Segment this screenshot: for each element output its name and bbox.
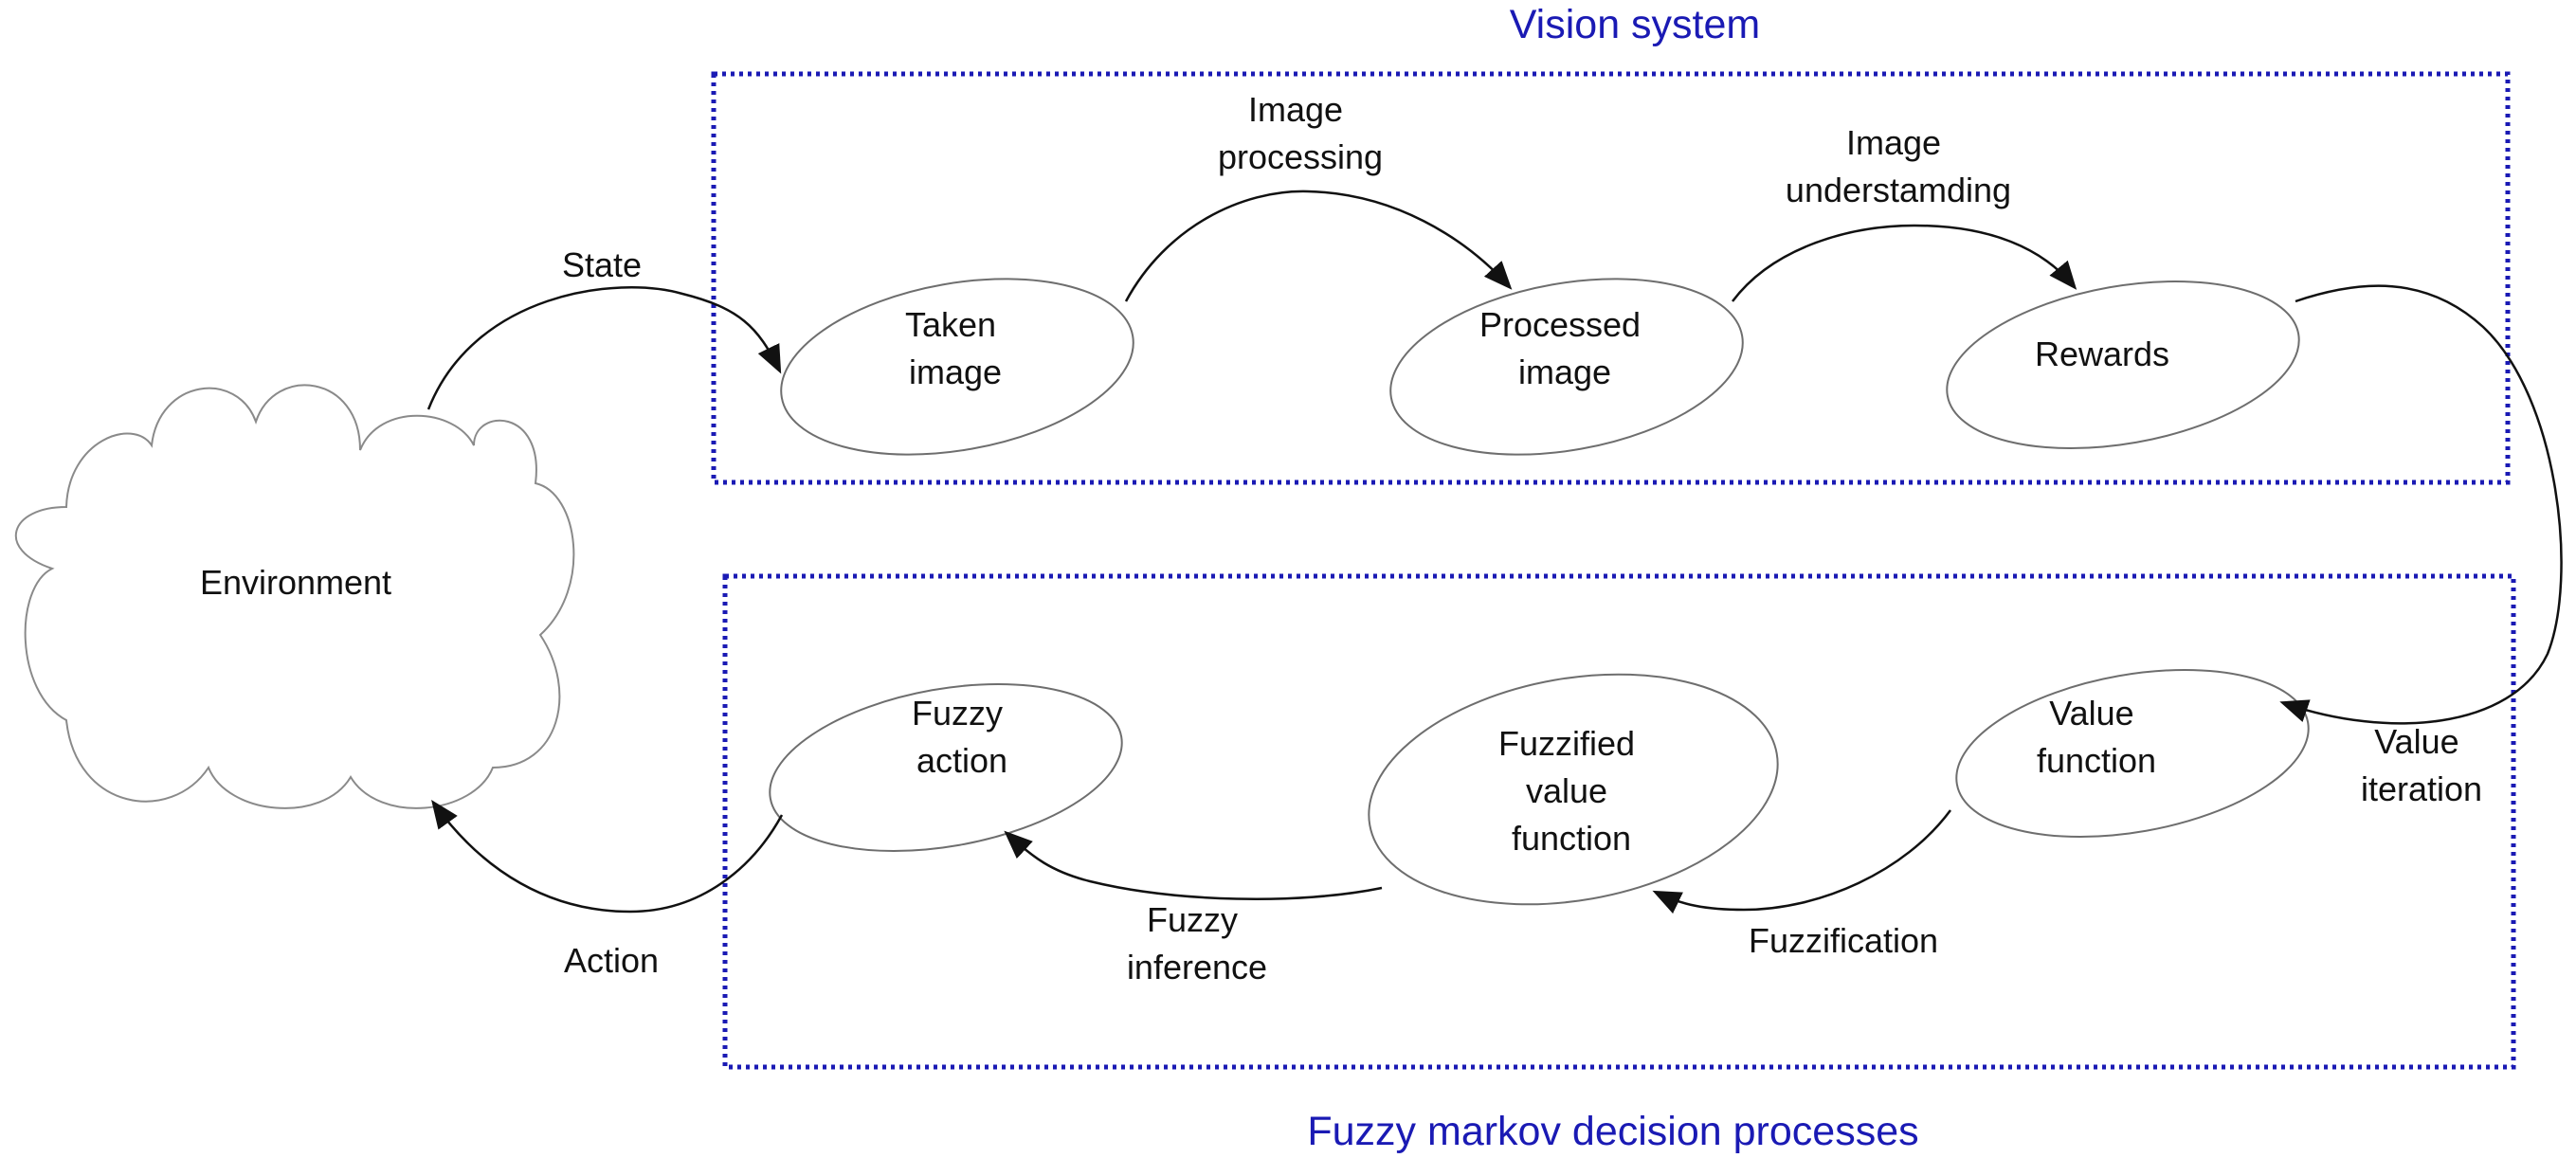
value-iteration-edge [2279, 284, 2563, 725]
action-edge [431, 799, 784, 914]
taken-image-label: Taken image [905, 305, 1006, 391]
rewards-label: Rewards [2035, 335, 2169, 373]
value-iteration-edge-label: Value iteration [2361, 722, 2482, 808]
fuzzification-edge [1652, 809, 1952, 914]
fmdp-group-box [722, 573, 2516, 1070]
taken-image-node [780, 278, 1134, 456]
fmdp-title: Fuzzy markov decision processes [1307, 1109, 1918, 1154]
rewards-node [1946, 280, 2300, 450]
fuzzy-action-node [769, 682, 1123, 853]
value-function-node [1955, 668, 2310, 839]
image-processing-edge [1124, 190, 1513, 302]
environment-cloud [14, 384, 575, 809]
fuzzified-value-function-node [1368, 673, 1779, 906]
fuzzification-edge-label: Fuzzification [1749, 921, 1938, 960]
fuzzy-action-label: Fuzzy action [912, 694, 1012, 780]
image-processing-edge-label: Image processing [1218, 90, 1383, 176]
vision-system-title: Vision system [1510, 2, 1760, 47]
environment-label: Environment [200, 563, 391, 602]
state-edge [426, 286, 782, 410]
image-understanding-edge [1732, 224, 2077, 302]
image-understanding-edge-label: Image understamding [1786, 123, 2011, 209]
processed-image-label: Processed image [1479, 305, 1650, 391]
processed-image-node [1389, 278, 1744, 456]
state-edge-label: State [562, 245, 642, 284]
fuzzified-value-function-label: Fuzzified value function [1498, 724, 1644, 858]
action-edge-label: Action [564, 941, 659, 980]
fuzzy-inference-edge [1004, 830, 1383, 900]
fuzzy-inference-edge-label: Fuzzy inference [1127, 900, 1267, 986]
vision-system-group-box [711, 71, 2511, 485]
value-function-label: Value function [2037, 694, 2156, 780]
